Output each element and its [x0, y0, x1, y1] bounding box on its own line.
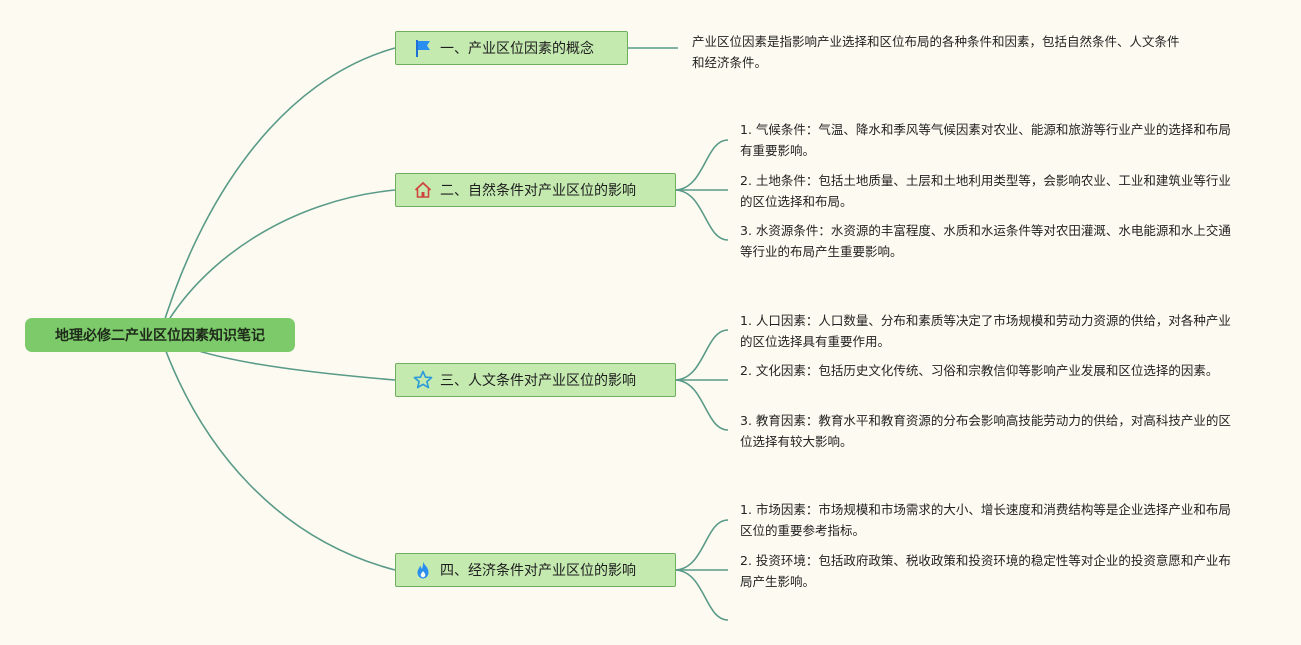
- topic-label: 三、人文条件对产业区位的影响: [440, 373, 636, 389]
- topic-concept[interactable]: 一、产业区位因素的概念: [395, 31, 628, 65]
- central-topic-label: 地理必修二产业区位因素知识笔记: [55, 328, 265, 344]
- house-icon: [412, 179, 434, 201]
- note-land: 2. 土地条件：包括土地质量、土层和土地利用类型等，会影响农业、工业和建筑业等行…: [740, 173, 1231, 209]
- note-concept-definition: 产业区位因素是指影响产业选择和区位布局的各种条件和因素，包括自然条件、人文条件和…: [692, 34, 1180, 70]
- topic-label: 四、经济条件对产业区位的影响: [440, 563, 636, 579]
- flag-icon: [412, 37, 434, 59]
- topic-human-conditions[interactable]: 三、人文条件对产业区位的影响: [395, 363, 676, 397]
- note-water-resources: 3. 水资源条件：水资源的丰富程度、水质和水运条件等对农田灌溉、水电能源和水上交…: [740, 223, 1231, 259]
- note-market: 1. 市场因素：市场规模和市场需求的大小、增长速度和消费结构等是企业选择产业和布…: [740, 502, 1231, 538]
- topic-label: 一、产业区位因素的概念: [440, 41, 594, 57]
- topic-economic-conditions[interactable]: 四、经济条件对产业区位的影响: [395, 553, 676, 587]
- note-population: 1. 人口因素：人口数量、分布和素质等决定了市场规模和劳动力资源的供给，对各种产…: [740, 313, 1231, 349]
- topic-label: 二、自然条件对产业区位的影响: [440, 183, 636, 199]
- note-climate: 1. 气候条件：气温、降水和季风等气候因素对农业、能源和旅游等行业产业的选择和布…: [740, 122, 1231, 158]
- topic-natural-conditions[interactable]: 二、自然条件对产业区位的影响: [395, 173, 676, 207]
- fire-icon: [412, 559, 434, 581]
- central-topic[interactable]: 地理必修二产业区位因素知识笔记: [25, 318, 295, 352]
- star-icon: [412, 369, 434, 391]
- note-culture: 2. 文化因素：包括历史文化传统、习俗和宗教信仰等影响产业发展和区位选择的因素。: [740, 363, 1219, 378]
- note-investment: 2. 投资环境：包括政府政策、税收政策和投资环境的稳定性等对企业的投资意愿和产业…: [740, 553, 1231, 589]
- note-education: 3. 教育因素：教育水平和教育资源的分布会影响高技能劳动力的供给，对高科技产业的…: [740, 413, 1231, 449]
